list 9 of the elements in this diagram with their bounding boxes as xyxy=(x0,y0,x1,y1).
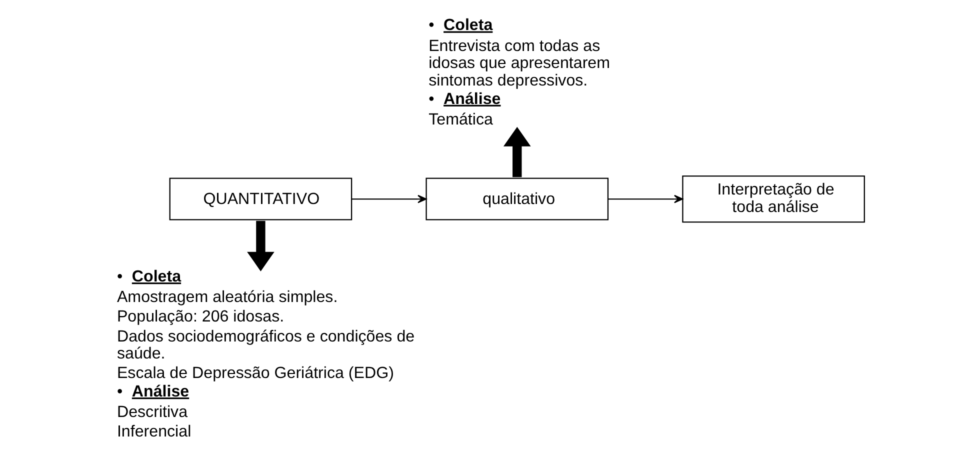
node-box: qualitativo xyxy=(425,178,608,220)
node-text: • Coleta Amostragem aleatória simples. População: 206 idosas. Dados sociodemográficos e condições de saúde. Escala de Depressão Geriátrica (EDG) • Análise Descritiva Inferencial xyxy=(116,267,414,441)
node-box: QUANTITATIVO xyxy=(168,178,352,220)
arrow xyxy=(608,194,683,204)
arrow xyxy=(246,220,274,272)
node-box: Interpretação de toda análise xyxy=(682,175,864,223)
node-text: • Coleta Entrevista com todas as idosas que apresentarem sintomas depressivos. • Análise Temática xyxy=(428,16,610,129)
arrow xyxy=(502,126,530,178)
arrow xyxy=(351,194,426,204)
